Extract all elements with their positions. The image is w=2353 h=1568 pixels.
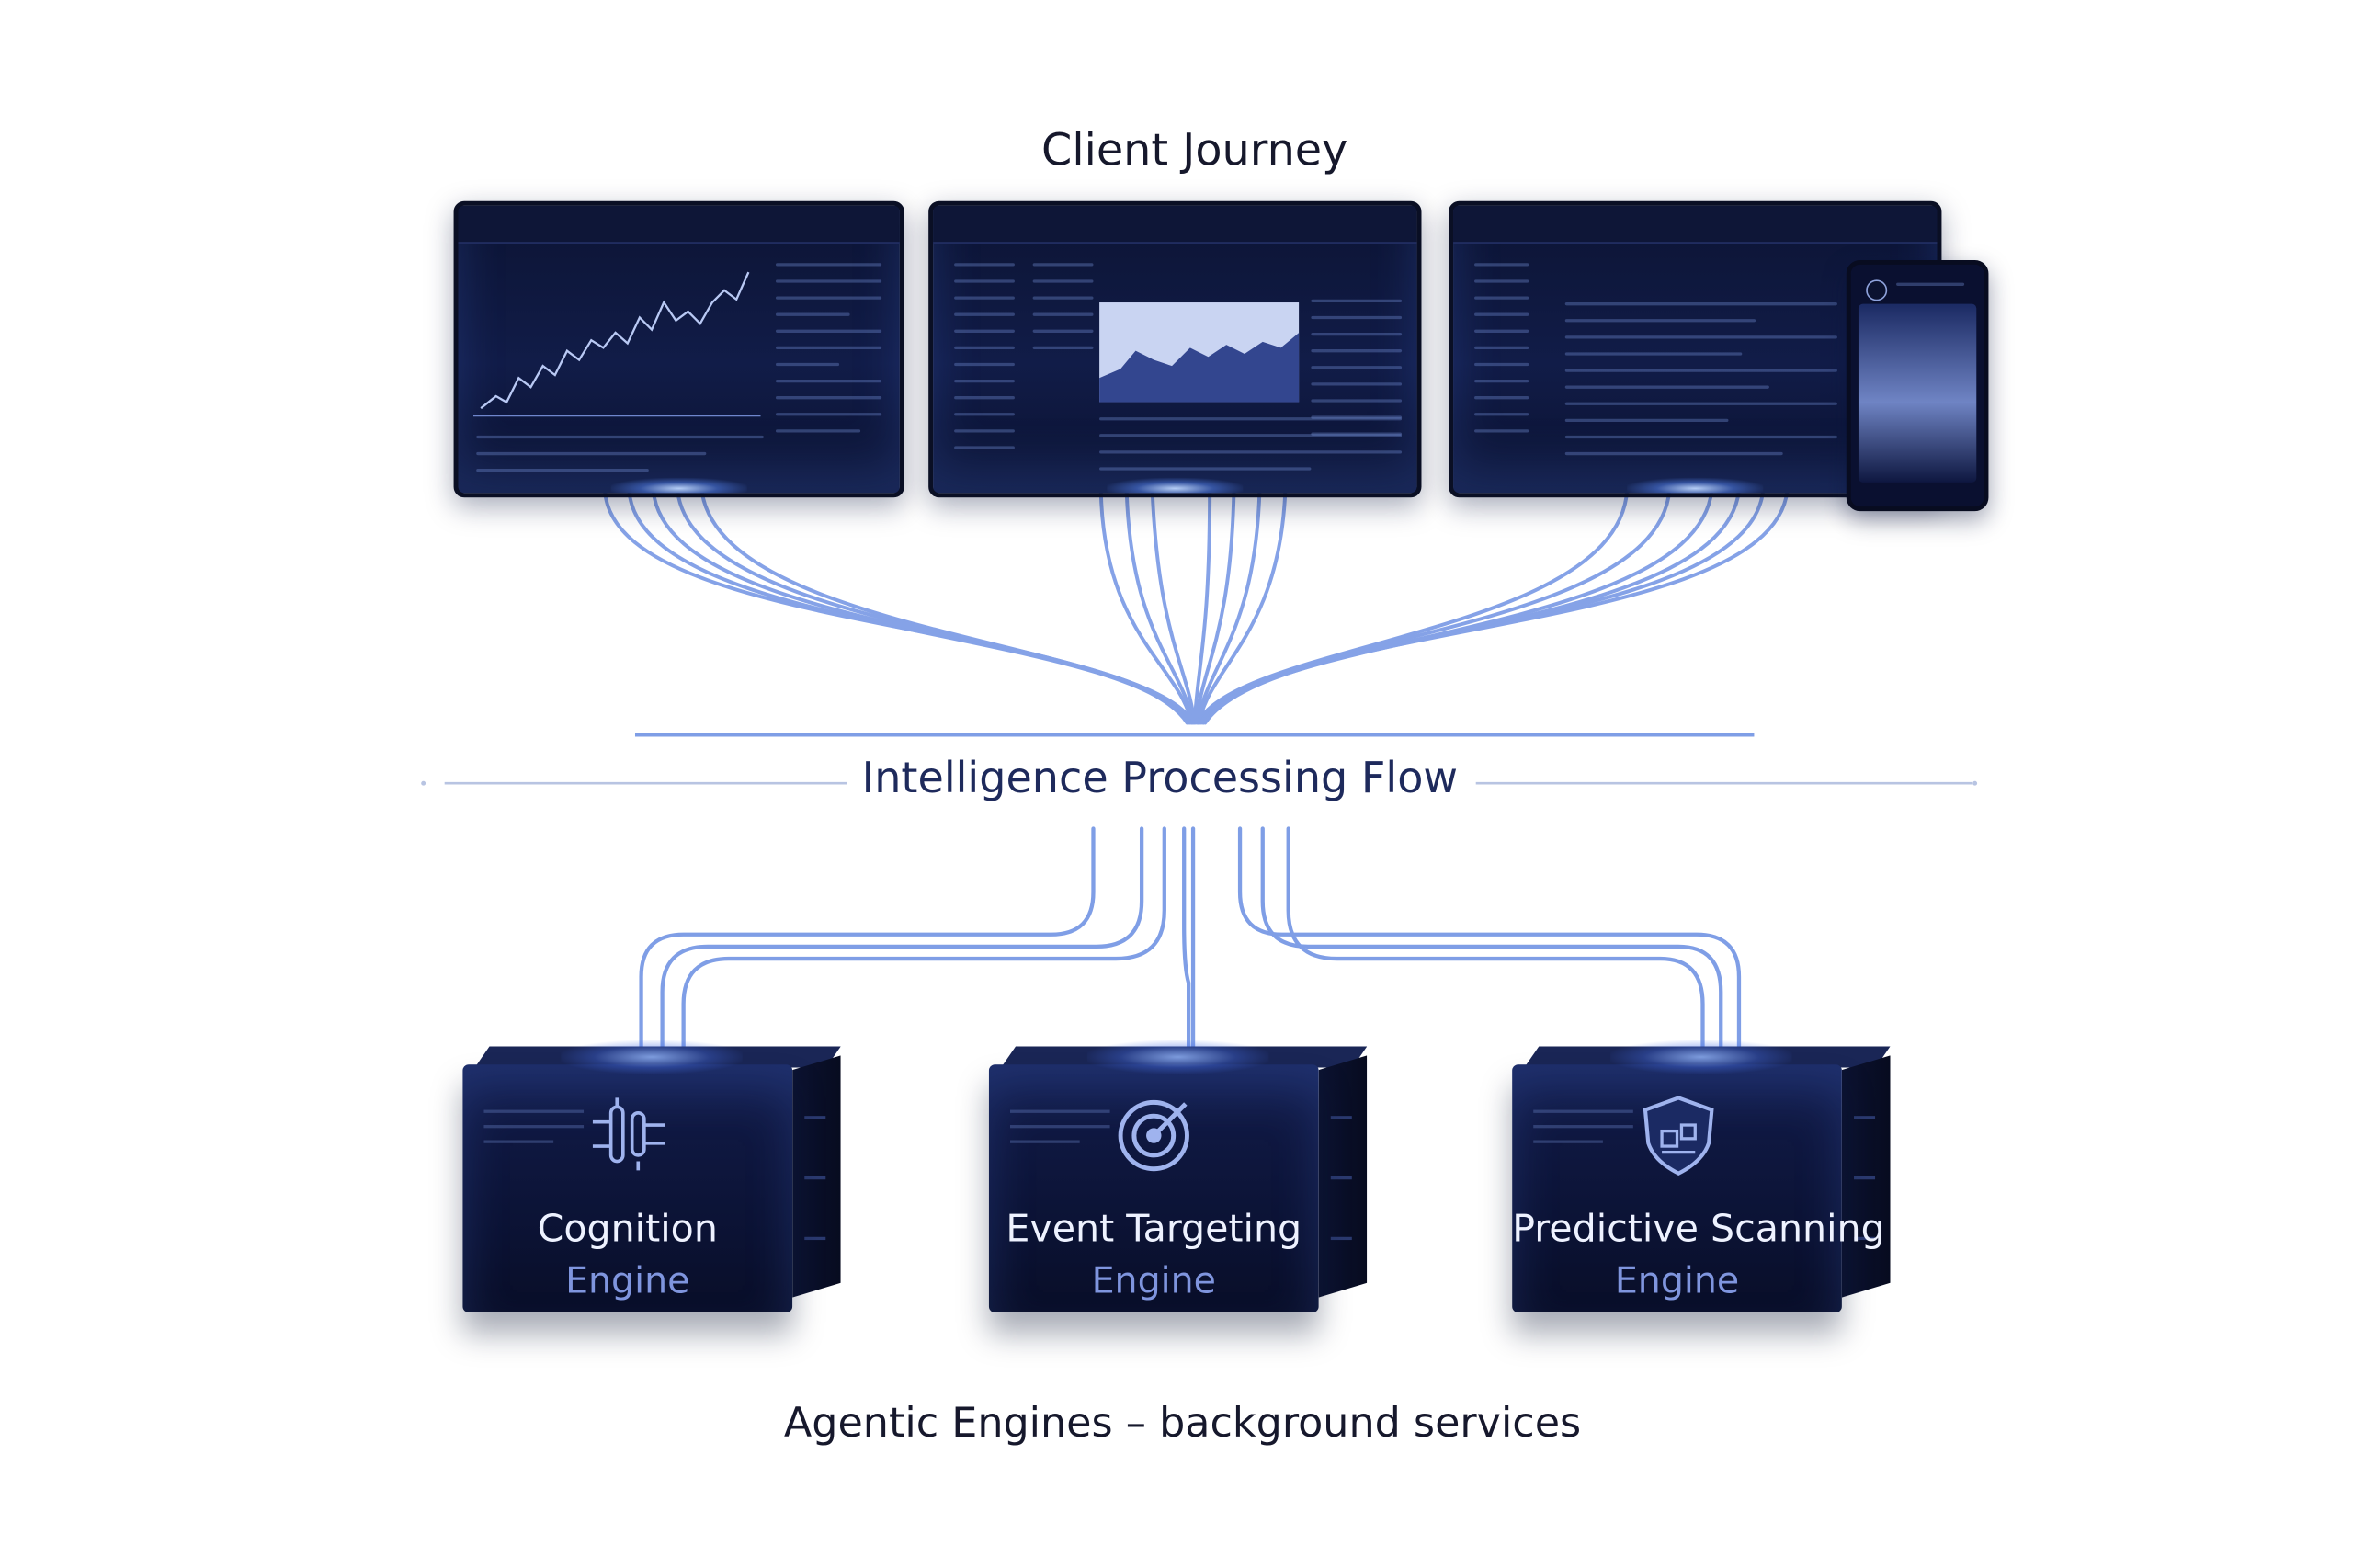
engine-suffix: Engine	[565, 1259, 690, 1302]
screen-glow	[1627, 477, 1764, 494]
engine-name: Cognition	[537, 1206, 718, 1251]
engine-suffix: Engine	[1614, 1259, 1740, 1302]
engine-event-targeting: Event Targeting Engine	[988, 1040, 1368, 1315]
mobile-device	[1846, 259, 1989, 512]
area-chart-icon	[1099, 302, 1300, 403]
agentic-engines-caption: Agentic Engines – background services	[783, 1400, 1582, 1448]
client-journey-title: Client Journey	[1041, 123, 1348, 176]
circuit-icon	[592, 1097, 665, 1171]
engine-predictive-scanning: Predictive Scanning Engine	[1512, 1040, 1891, 1315]
processing-flow-title: Intelligence Processing Flow	[847, 753, 1472, 803]
screen-topbar	[458, 205, 900, 244]
engine-front	[988, 1064, 1319, 1313]
candlestick-chart-icon	[472, 271, 761, 417]
engine-name: Predictive Scanning	[1512, 1206, 1885, 1251]
screen-topbar	[1453, 205, 1938, 244]
screen-glow	[1107, 477, 1244, 494]
target-icon	[1118, 1099, 1189, 1172]
dashboard-screen-analytics	[928, 200, 1422, 498]
engine-cognition: Cognition Engine	[462, 1040, 841, 1315]
engine-name: Event Targeting	[1006, 1206, 1302, 1251]
screen-topbar	[933, 205, 1417, 244]
shield-icon	[1643, 1096, 1714, 1176]
mobile-screen	[1858, 303, 1977, 483]
engine-suffix: Engine	[1091, 1259, 1216, 1302]
avatar-icon	[1866, 279, 1888, 301]
dashboard-screen-chart	[453, 200, 904, 498]
engine-front	[462, 1064, 793, 1313]
screen-glow	[610, 477, 747, 494]
